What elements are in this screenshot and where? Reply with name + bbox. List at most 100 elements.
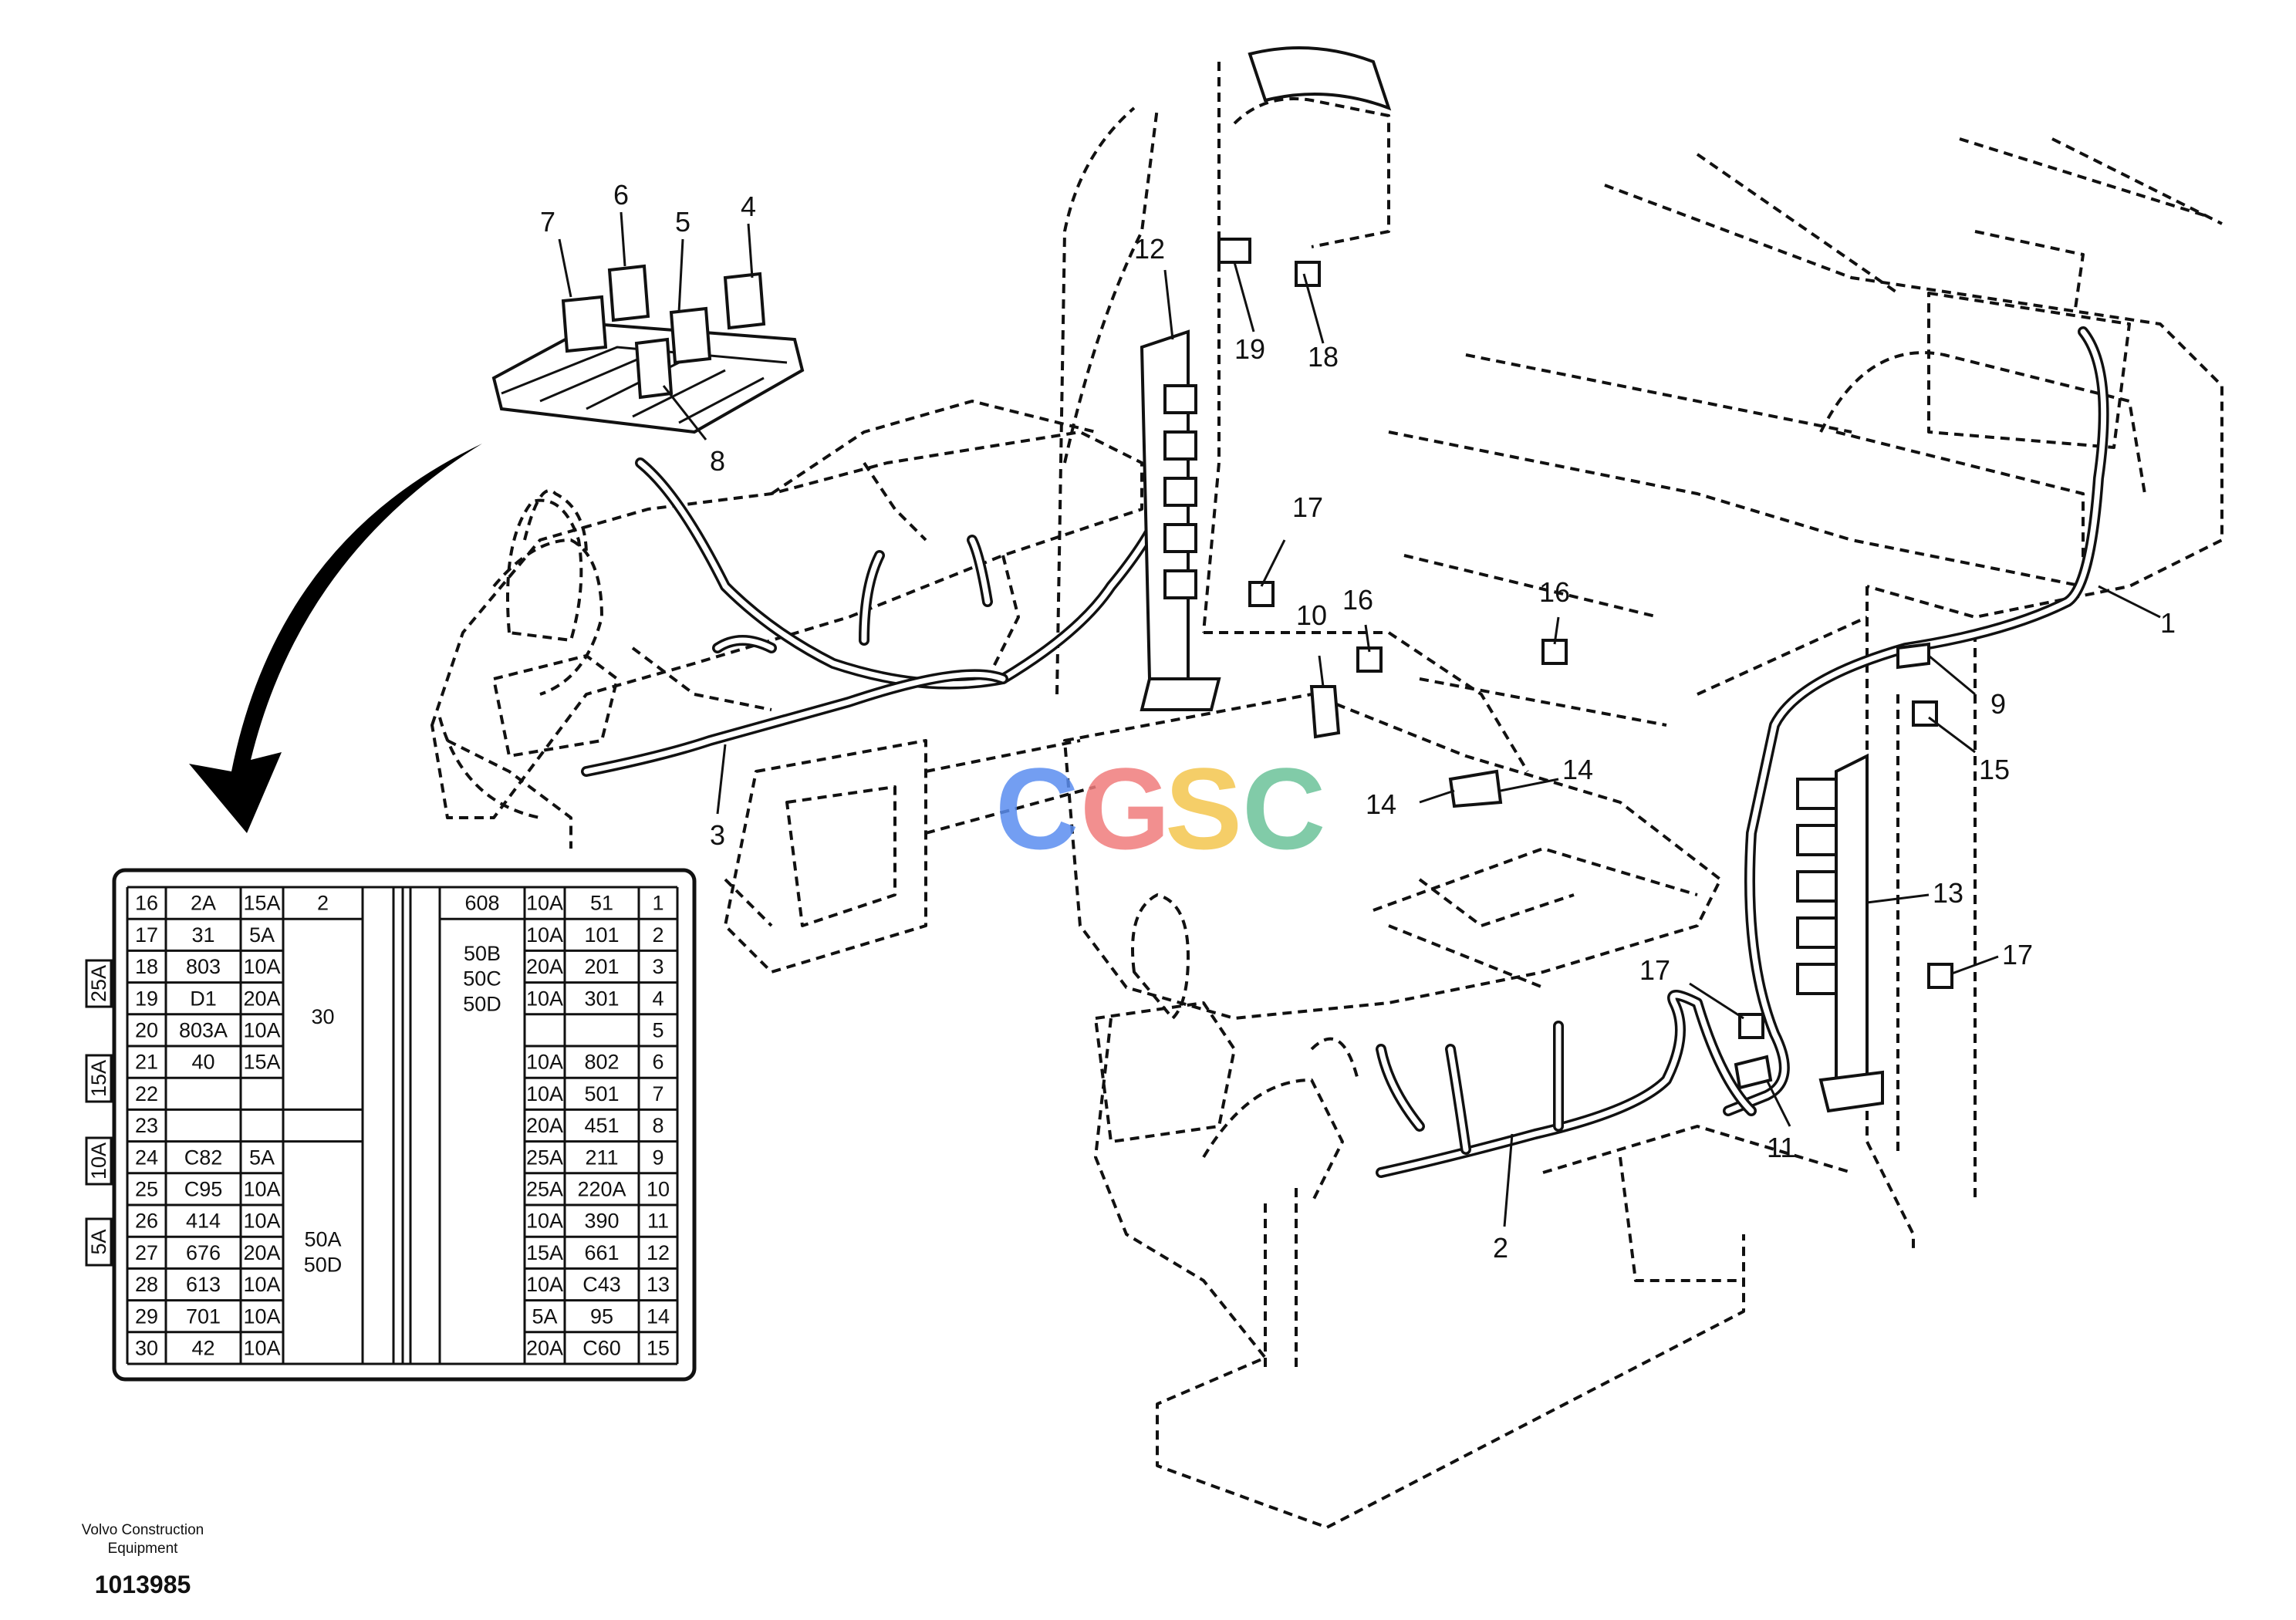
fuse-circuit-code: 613 xyxy=(186,1273,221,1296)
fuse-amp-rating: 10A xyxy=(243,1336,280,1359)
callout-15: 15 xyxy=(1979,754,2010,785)
fuse-amp-rating: 15A xyxy=(243,1051,280,1074)
side-rating-label: 15A xyxy=(85,1054,113,1103)
fuse-amp-rating: 5A xyxy=(249,1146,275,1169)
fuse-circuit-code: 40 xyxy=(191,1051,214,1074)
fuse-circuit-code: C82 xyxy=(184,1146,223,1169)
callout-17a: 17 xyxy=(1292,491,1323,523)
fuse-circuit-code: 390 xyxy=(584,1210,619,1233)
fuse-circuit-code: 661 xyxy=(584,1241,619,1264)
harness-2 xyxy=(1376,990,1757,1178)
left-joystick-outline xyxy=(438,498,619,819)
fuse-amp-rating: 10A xyxy=(243,1210,280,1233)
fuse-amp-rating: 25A xyxy=(526,1177,563,1200)
side-rating-label: 10A xyxy=(85,1136,113,1186)
fuse-circuit-code: D1 xyxy=(190,987,217,1010)
fuse-slot-number: 7 xyxy=(652,1082,663,1105)
fuse-slot-number: 25 xyxy=(135,1177,158,1200)
fuse-amp-rating: 20A xyxy=(526,955,563,978)
watermark-letter-c: C xyxy=(995,744,1079,873)
fuse-circuit-code: 42 xyxy=(191,1336,214,1359)
side-rating-label: 25A xyxy=(85,959,113,1008)
fuse-circuit-code: C60 xyxy=(582,1336,621,1359)
fuse-slot-number: 8 xyxy=(652,1114,663,1137)
svg-text:10A: 10A xyxy=(87,1142,110,1180)
callout-10: 10 xyxy=(1296,599,1327,631)
fuse-circuit-code: 803A xyxy=(179,1018,228,1041)
relay-block-2: 50A xyxy=(304,1228,341,1251)
callout-18: 18 xyxy=(1308,341,1339,373)
fuse-circuit-code: C43 xyxy=(582,1273,621,1296)
fuse-circuit-code: 701 xyxy=(186,1304,221,1328)
relay-block-1: 30 xyxy=(311,1005,334,1028)
svg-text:15A: 15A xyxy=(87,1060,110,1097)
fuse-amp-rating: 10A xyxy=(243,1273,280,1296)
fuse-slot-number: 23 xyxy=(135,1114,158,1137)
relay-bracket-13 xyxy=(1796,753,1884,1113)
callout-19: 19 xyxy=(1234,333,1265,365)
fuse-circuit-code: 301 xyxy=(584,987,619,1010)
fuse-amp-rating: 15A xyxy=(526,1241,563,1264)
fuse-amp-rating: 10A xyxy=(526,1210,563,1233)
fuse-amp-rating: 10A xyxy=(526,923,563,947)
fuse-slot-number: 24 xyxy=(135,1146,158,1169)
fuse-slot-number: 17 xyxy=(135,923,158,947)
fuse-amp-rating: 10A xyxy=(243,955,280,978)
leader-lines xyxy=(558,211,2161,1227)
callout-12: 12 xyxy=(1134,233,1165,265)
fuse-amp-rating: 10A xyxy=(243,1304,280,1328)
fuse-slot-number: 21 xyxy=(135,1051,158,1074)
relay-header-right: 608 xyxy=(464,892,499,915)
fuse-circuit-code: 101 xyxy=(584,923,619,947)
callout-5: 5 xyxy=(675,206,690,238)
relay-block-3: 50C xyxy=(463,967,501,991)
fuse-slot-number: 6 xyxy=(652,1051,663,1074)
fuse-amp-rating: 10A xyxy=(526,1051,563,1074)
detail-arrow xyxy=(189,444,482,833)
callout-17c: 17 xyxy=(2002,939,2033,970)
callout-11: 11 xyxy=(1767,1132,1795,1163)
fuse-slot-number: 12 xyxy=(647,1241,670,1264)
fuse-slot-number: 29 xyxy=(135,1304,158,1328)
relay-bracket-12 xyxy=(1140,329,1221,711)
right-joystick-outline xyxy=(1094,893,1236,1143)
fuse-amp-rating: 10A xyxy=(243,1177,280,1200)
relay-block-3: 50B xyxy=(464,942,501,965)
svg-text:25A: 25A xyxy=(87,965,110,1002)
side-rating-label: 5A xyxy=(85,1217,113,1267)
callout-1: 1 xyxy=(2160,607,2176,639)
callout-14b: 14 xyxy=(1562,754,1593,785)
brand-line-2: Equipment xyxy=(107,1541,178,1557)
callout-3: 3 xyxy=(710,819,725,851)
fuse-slot-number: 13 xyxy=(647,1273,670,1296)
callout-numbers: 1 2 3 4 5 6 7 8 9 10 11 12 13 14 14 15 1… xyxy=(540,179,2176,1264)
relay-block-3: 50D xyxy=(463,993,501,1016)
fuse-circuit-code: 95 xyxy=(590,1304,613,1328)
fuse-circuit-code: 803 xyxy=(186,955,221,978)
fuse-slot-number: 28 xyxy=(135,1273,158,1296)
fuse-slot-number: 30 xyxy=(135,1336,158,1359)
fuse-circuit-code: 2A xyxy=(191,892,216,915)
callout-17b: 17 xyxy=(1639,954,1670,986)
fasteners xyxy=(1217,46,1953,1090)
fuse-circuit-code: 451 xyxy=(584,1114,619,1137)
fuse-circuit-code: 501 xyxy=(584,1082,619,1105)
relay-header-left: 2 xyxy=(317,892,329,915)
fuse-amp-rating: 10A xyxy=(243,1018,280,1041)
callout-16b: 16 xyxy=(1539,576,1570,608)
fuse-slot-number: 20 xyxy=(135,1018,158,1041)
fuse-slot-number: 3 xyxy=(652,955,663,978)
fuse-slot-number: 4 xyxy=(652,987,663,1010)
fuse-amp-rating: 15A xyxy=(243,892,280,915)
fuse-circuit-code: C95 xyxy=(184,1177,223,1200)
fuse-slot-number: 14 xyxy=(647,1304,670,1328)
harness-3 xyxy=(581,457,1170,777)
callout-7: 7 xyxy=(540,206,555,238)
callout-13: 13 xyxy=(1933,877,1963,909)
fuse-amp-rating: 10A xyxy=(526,892,563,915)
fuse-slot-number: 18 xyxy=(135,955,158,978)
fuse-amp-rating: 20A xyxy=(243,987,280,1010)
fuse-slot-number: 2 xyxy=(652,923,663,947)
